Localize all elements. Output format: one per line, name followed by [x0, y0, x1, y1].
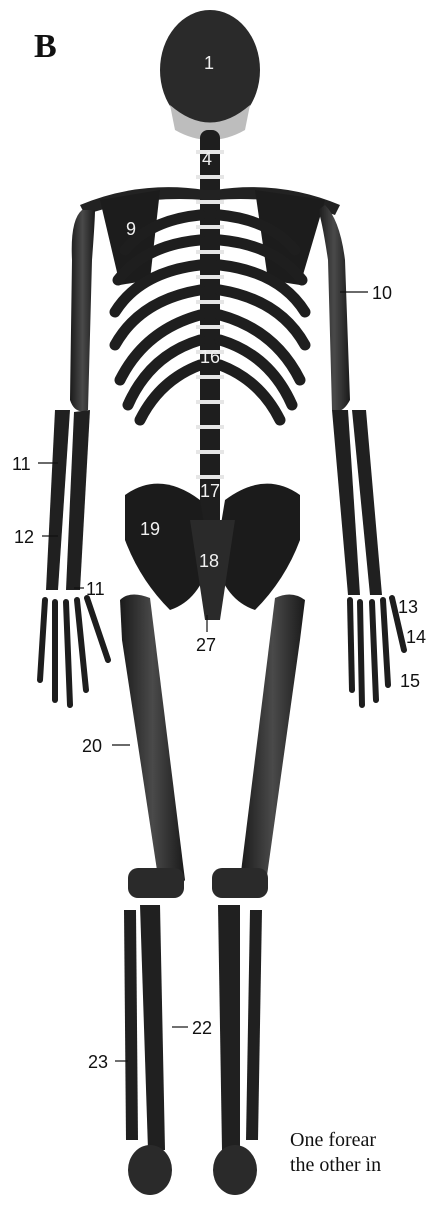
label-carpals: 13 — [398, 598, 418, 616]
label-ulna-lower: 11 — [86, 580, 105, 598]
label-fibula: 23 — [88, 1053, 108, 1071]
left-hand — [40, 598, 108, 705]
right-foot — [213, 1145, 257, 1195]
left-foot — [128, 1145, 172, 1195]
label-femur: 20 — [82, 737, 102, 755]
label-cervical: 4 — [202, 150, 212, 168]
figure-caption: One forear the other in — [290, 1128, 426, 1178]
caption-line-2: the other in — [290, 1153, 426, 1178]
label-scapula: 9 — [126, 220, 136, 238]
label-ulna-upper: 11 — [12, 455, 31, 473]
label-metacarpals: 14 — [406, 628, 426, 646]
left-femur — [120, 594, 185, 891]
label-sacrum: 18 — [199, 552, 219, 570]
label-radius: 12 — [14, 528, 34, 546]
right-humerus — [318, 205, 350, 411]
label-humerus: 10 — [372, 284, 392, 302]
label-coccyx: 27 — [196, 636, 216, 654]
left-humerus — [70, 210, 95, 411]
right-forearm — [332, 410, 382, 595]
left-forearm — [46, 410, 90, 590]
right-femur — [240, 594, 305, 891]
panel-letter: B — [34, 28, 57, 66]
label-skull: 1 — [204, 54, 214, 72]
label-thoracic: 16 — [200, 348, 220, 366]
left-lower-leg — [124, 905, 165, 1150]
right-lower-leg — [218, 905, 262, 1150]
label-phalanges: 15 — [400, 672, 420, 690]
right-hand — [350, 598, 404, 705]
label-hip: 19 — [140, 520, 160, 538]
caption-line-1: One forear — [290, 1128, 426, 1153]
label-tibia: 22 — [192, 1019, 212, 1037]
label-lumbar: 17 — [200, 482, 220, 500]
